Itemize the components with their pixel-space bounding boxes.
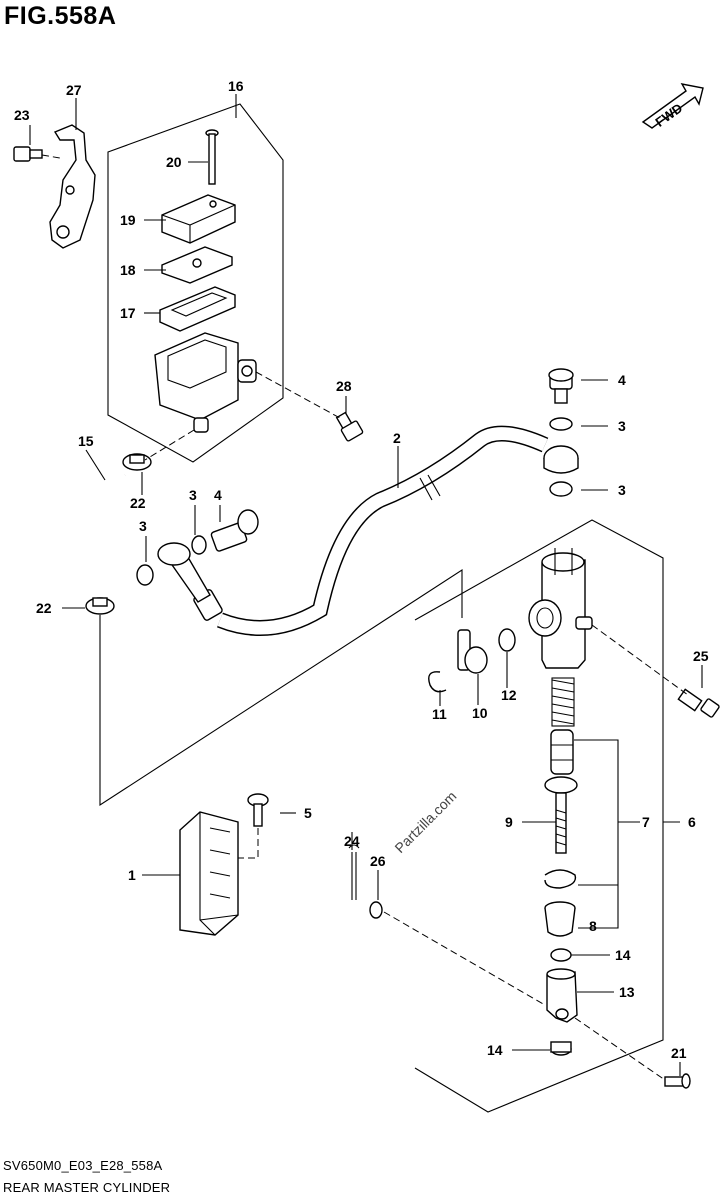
callout-1: 1 [128,867,136,883]
callout-14-upper: 14 [615,947,631,963]
callout-20: 20 [166,154,182,170]
bolt-part-25 [677,688,720,718]
leader-5-1 [238,828,259,859]
hose-group-bracket [99,568,463,807]
piston-part-7 [550,729,574,775]
leader-25-body [591,624,689,696]
diaphragm-part-17 [159,286,236,332]
master-cylinder-assembly-box [414,519,664,1113]
screw-part-5 [247,793,269,827]
boot-part-8 [544,901,576,937]
nut-part-14-lower [550,1041,572,1056]
circlip-part-11 [428,671,447,693]
clevis-part-13 [546,968,578,1023]
callout-15: 15 [78,433,94,449]
callout-11: 11 [432,706,447,722]
callout-3-mid: 3 [189,487,197,503]
figure-title: FIG.558A [4,2,117,30]
cap-part-19 [161,194,236,244]
connector-part-10 [457,629,488,674]
callout-3-left: 3 [139,518,147,534]
leader-21-13 [574,1017,666,1081]
callout-4-right: 4 [618,372,626,388]
bolt-part-23 [13,146,43,162]
banjo-bolt-part-4-right [548,368,574,404]
cotter-pin-part-24 [348,844,360,900]
circlip-part-7 [544,869,577,889]
push-rod-part-9 [544,776,578,854]
watermark-text: Partzilla.com [391,788,459,856]
washer-part-3-upper [549,417,573,431]
master-cylinder-body-part-6 [528,548,593,669]
leader-28-reservoir [255,371,341,419]
callout-10: 10 [472,705,488,721]
callout-17: 17 [120,305,136,321]
callout-5: 5 [304,805,312,821]
callout-16: 16 [228,78,244,94]
callout-19: 19 [120,212,136,228]
callout-9: 9 [505,814,513,830]
leader-16-hose [144,429,195,461]
nut-part-14-upper [550,948,572,962]
screw-part-20 [205,129,219,185]
leader-26-13 [383,911,546,1006]
callout-3-lower: 3 [618,482,626,498]
callout-2: 2 [393,430,401,446]
leader-27-23 [41,154,61,159]
o-ring-part-12 [498,628,516,652]
callout-23: 23 [14,107,30,123]
callout-24: 24 [344,833,360,849]
callout-12: 12 [501,687,517,703]
plate-part-18 [161,246,233,284]
hose-part-15 [90,468,129,590]
callout-14-lower: 14 [487,1042,503,1058]
reservoir-part-16 [154,332,257,433]
spring-part-7 [551,677,575,727]
callout-3-upper: 3 [618,418,626,434]
brake-hose-part-2 [157,425,579,636]
callout-28: 28 [336,378,352,394]
figure-name: REAR MASTER CYLINDER [3,1180,171,1195]
pin-part-21 [664,1073,691,1089]
callout-7: 7 [642,814,650,830]
washer-part-3-mid [191,535,207,555]
bracket-part-27 [49,124,96,249]
figure-code: SV650M0_E03_E28_558A [3,1158,163,1173]
callout-6: 6 [688,814,696,830]
callout-22-upper: 22 [130,495,146,511]
guard-part-1 [179,811,239,936]
bolt-part-28 [335,411,364,442]
callout-8: 8 [589,918,597,934]
banjo-bolt-part-4-left [210,509,259,552]
leader-lines [29,94,703,1076]
callout-22-lower: 22 [36,600,52,616]
callout-4-left: 4 [214,487,222,503]
callout-26: 26 [370,853,386,869]
callout-27: 27 [66,82,82,98]
washer-part-3-lower [549,481,573,497]
washer-part-3-left [136,564,154,586]
clamp-part-22-lower [85,597,115,615]
callout-25: 25 [693,648,709,664]
clamp-part-22-upper [122,453,152,471]
washer-part-26 [369,901,383,919]
reservoir-assembly-box [107,103,284,463]
callout-18: 18 [120,262,136,278]
callout-21: 21 [671,1045,687,1061]
fwd-arrow-icon: FWD [641,83,704,130]
callout-13: 13 [619,984,635,1000]
